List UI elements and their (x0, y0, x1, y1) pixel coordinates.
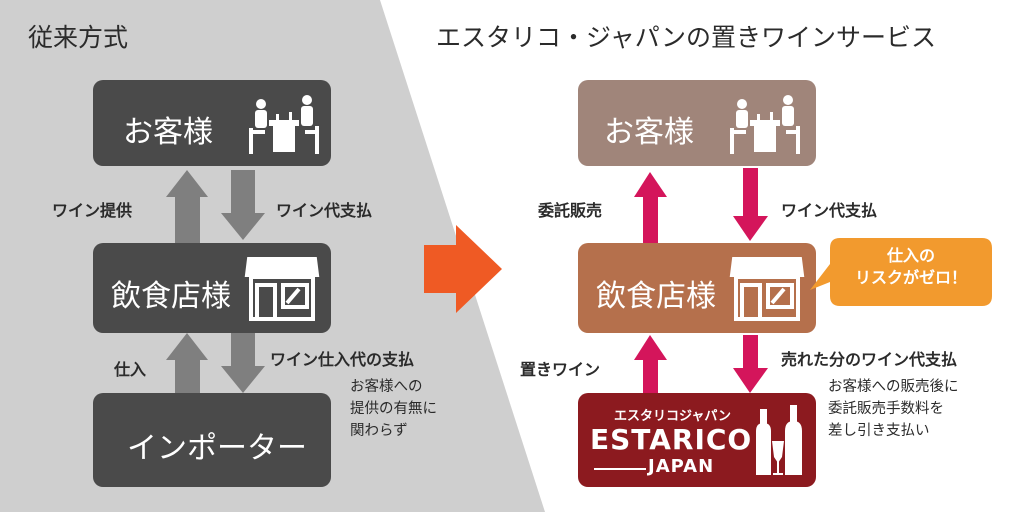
logo-katakana: エスタリコジャパン (614, 409, 732, 424)
risk-callout-line: リスクがゼロ！ (854, 268, 967, 287)
right-heading: エスタリコ・ジャパンの置きワインサービス (436, 23, 937, 52)
storefront-icon (244, 257, 320, 321)
left-edge-purchase-payment: ワイン仕入代の支払 (270, 350, 415, 369)
arrow-up-consignment (643, 197, 658, 243)
arrow-down-wine-payment (743, 168, 758, 216)
left-importer-box: インポーター (93, 393, 331, 487)
right-note-line: お客様への販売後に (828, 379, 959, 395)
right-restaurant-label: 飲食店様 (596, 279, 716, 314)
estarico-logo-box: エスタリコジャパン ESTARICO JAPAN (578, 393, 816, 487)
storefront-icon (729, 257, 805, 321)
left-edge-purchase: 仕入 (114, 360, 147, 379)
left-note: お客様への 提供の有無に 関わらず (350, 376, 437, 442)
left-edge-wine-payment: ワイン代支払 (276, 201, 373, 220)
arrow-down-wine-payment-head (221, 213, 265, 240)
left-edge-wine-supply: ワイン提供 (52, 201, 133, 220)
left-restaurant-box: 飲食店様 (93, 243, 331, 333)
logo-name: ESTARICO (590, 423, 753, 456)
logo-sub: JAPAN (648, 456, 715, 477)
left-arrows (166, 170, 265, 393)
risk-callout-line: 仕入の (886, 246, 935, 265)
arrow-up-consignment-head (634, 172, 667, 197)
arrow-up-placed-wine (643, 360, 658, 393)
transition-arrow (424, 225, 502, 313)
left-customer-box: お客様 (93, 80, 331, 166)
right-note-line: 委託販売手数料を (828, 401, 944, 417)
right-customer-box: お客様 (578, 80, 816, 166)
right-customer-label: お客様 (604, 115, 694, 150)
right-edge-wine-payment: ワイン代支払 (781, 201, 878, 220)
left-importer-label: インポーター (127, 431, 307, 466)
logo-underline (594, 468, 646, 470)
right-restaurant-box: 飲食店様 (578, 243, 816, 333)
arrow-up-purchase-head (166, 333, 208, 360)
arrow-down-wine-payment-head (733, 216, 768, 241)
arrow-down-sold-payment-head (733, 368, 768, 393)
arrow-up-placed-wine-head (634, 335, 667, 360)
right-note: お客様への販売後に 委託販売手数料を 差し引き支払い (828, 376, 959, 442)
wine-bottles-icon (756, 405, 802, 475)
left-customer-label: お客様 (123, 115, 213, 150)
arrow-down-wine-payment (231, 170, 255, 213)
diners-table-icon (249, 95, 319, 154)
arrow-down-purchase-payment-head (221, 366, 265, 393)
risk-callout (810, 238, 992, 306)
arrow-up-purchase (175, 360, 200, 393)
risk-callout-text: 仕入の リスクがゼロ！ (830, 245, 992, 289)
right-edge-placed-wine: 置きワイン (520, 360, 601, 379)
left-note-line: 関わらず (350, 423, 408, 439)
left-restaurant-label: 飲食店様 (111, 279, 231, 314)
arrow-up-wine-supply (175, 197, 200, 243)
left-heading: 従来方式 (28, 23, 129, 52)
right-edge-consignment: 委託販売 (538, 201, 603, 220)
arrow-down-purchase-payment (231, 333, 255, 366)
right-edge-sold-payment: 売れた分のワイン代支払 (781, 350, 958, 369)
left-note-line: 提供の有無に (350, 401, 437, 417)
arrow-down-sold-payment (743, 335, 758, 368)
diners-table-icon (730, 95, 800, 154)
arrow-up-wine-supply-head (166, 170, 208, 197)
left-note-line: お客様への (350, 379, 423, 395)
right-note-line: 差し引き支払い (828, 423, 930, 439)
